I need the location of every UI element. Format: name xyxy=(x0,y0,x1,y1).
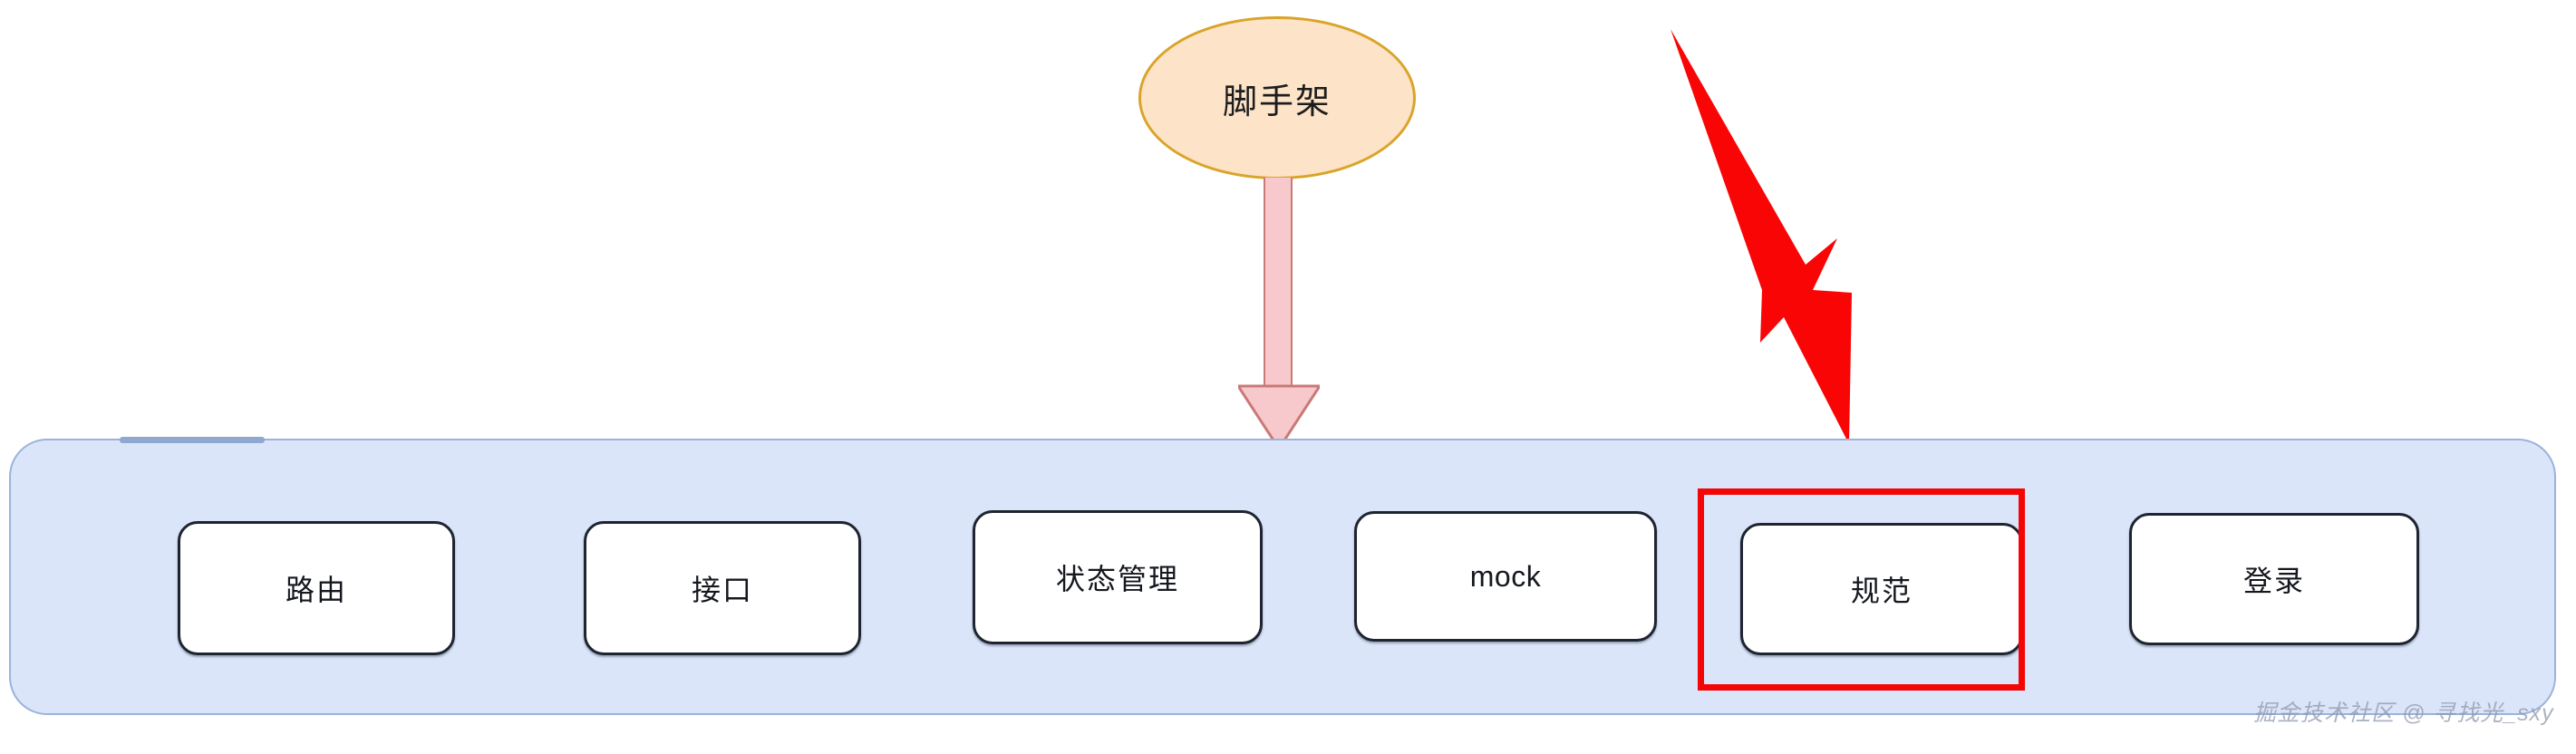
module-box-api[interactable]: 接口 xyxy=(584,521,861,655)
module-box-mock[interactable]: mock xyxy=(1354,511,1657,642)
module-box-label: mock xyxy=(1469,559,1542,593)
pink-arrow-shaft xyxy=(1264,178,1293,388)
module-box-login[interactable]: 登录 xyxy=(2129,513,2419,645)
container-top-edge-accent xyxy=(120,437,265,443)
node-scaffold-ellipse[interactable]: 脚手架 xyxy=(1138,16,1416,179)
module-box-label: 路由 xyxy=(285,574,347,606)
module-box-label: 接口 xyxy=(691,574,753,606)
module-box-state-management[interactable]: 状态管理 xyxy=(973,510,1263,644)
module-box-standards[interactable]: 规范 xyxy=(1740,523,2023,655)
module-box-label: 状态管理 xyxy=(1055,563,1179,595)
red-annotation-arrow-icon xyxy=(1671,29,1852,444)
pink-block-arrow-icon xyxy=(1238,178,1320,450)
pink-arrow-head xyxy=(1238,384,1320,450)
watermark-text: 掘金技术社区 @ 寻找光_sxy xyxy=(2253,701,2554,726)
red-highlight-rect xyxy=(1698,488,2025,691)
module-box-routing[interactable]: 路由 xyxy=(178,521,455,655)
node-scaffold-label: 脚手架 xyxy=(1222,82,1332,121)
module-box-label: 规范 xyxy=(1850,575,1913,607)
module-box-label: 登录 xyxy=(2242,565,2305,597)
